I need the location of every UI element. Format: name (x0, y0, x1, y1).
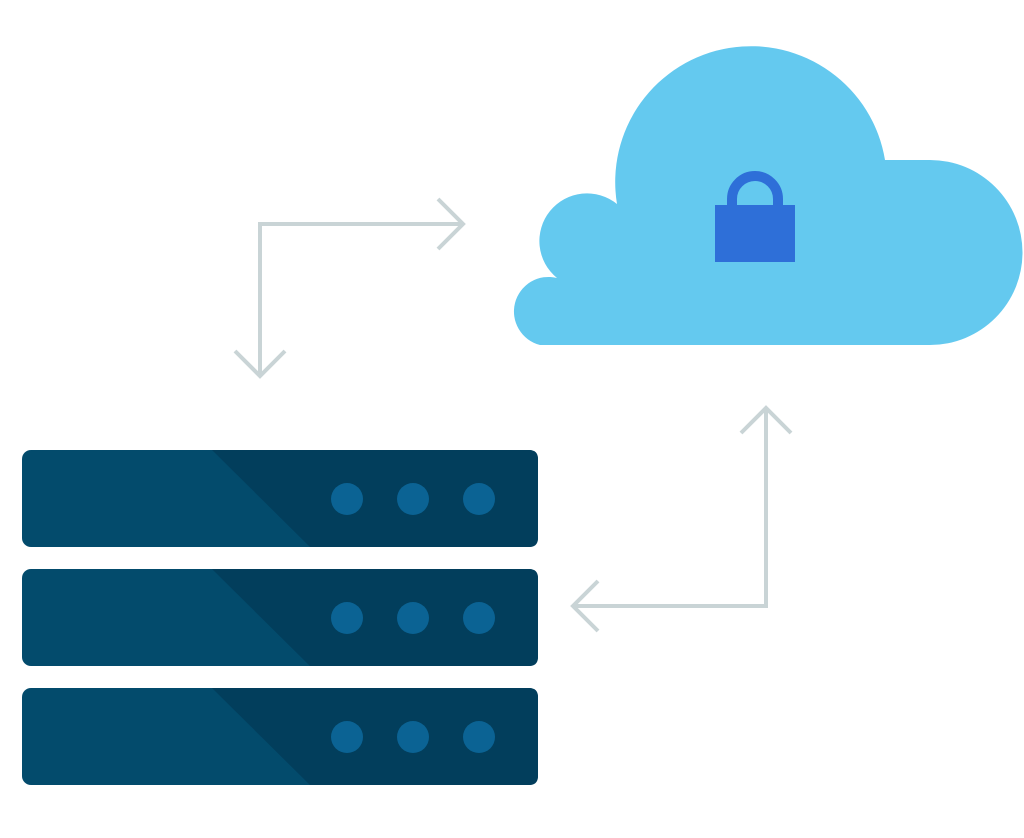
server-rack-icon (22, 450, 538, 785)
server-unit (22, 569, 538, 666)
server-unit-panel (212, 569, 538, 666)
server-status-light (463, 483, 495, 515)
server-unit-panel (212, 688, 538, 785)
lock-icon (715, 171, 795, 262)
server-status-light (331, 602, 363, 634)
server-status-light (463, 721, 495, 753)
arrowhead-down-icon (233, 349, 287, 379)
arrowhead-right-icon (436, 197, 466, 251)
cloud-shape (513, 46, 1023, 346)
server-unit-panel (212, 450, 538, 547)
server-unit (22, 688, 538, 785)
arrowhead-left-icon (570, 579, 600, 633)
server-status-light (331, 483, 363, 515)
lock-body (715, 205, 795, 262)
server-status-light (331, 721, 363, 753)
server-status-light (397, 602, 429, 634)
elbow-arrow-icon (573, 408, 768, 608)
server-status-light (463, 602, 495, 634)
connector-cloud-to-server (233, 197, 466, 379)
arrowhead-up-icon (739, 405, 793, 435)
elbow-arrow-icon (258, 222, 463, 376)
lock-shackle (727, 171, 783, 208)
cloud-icon (513, 46, 1023, 346)
connector-server-to-cloud (570, 405, 793, 633)
server-status-light (397, 483, 429, 515)
server-status-light (397, 721, 429, 753)
server-unit (22, 450, 538, 547)
